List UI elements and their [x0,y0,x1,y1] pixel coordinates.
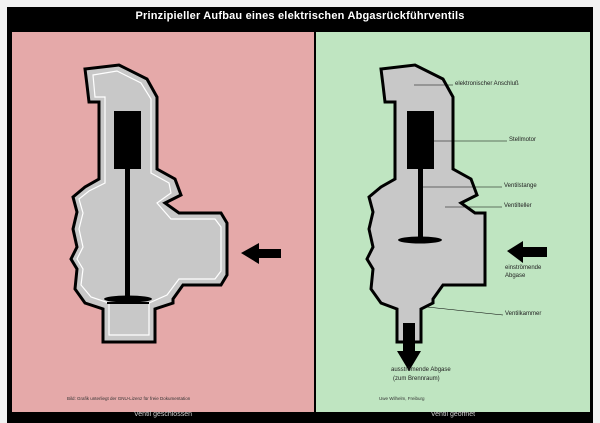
valve-body-open [365,63,485,344]
valve-open-drawing [365,63,547,371]
arrow-left-icon [507,241,547,263]
caption-valve-closed: Ventil geschlossen [134,411,192,418]
valve-plate-open [398,236,442,244]
diagram-frame: Prinzipieller Aufbau eines elektrischen … [7,7,593,423]
label-inflow-line1: einströmende [505,265,542,271]
credit-left: Bild: Grafik unterliegt der GNU-Lizenz f… [67,396,191,401]
valve-stem-closed [125,169,130,297]
inlet-pipe-open [475,211,487,287]
valve-stem-open [418,169,423,239]
valve-plate-closed [104,295,152,303]
actuator-closed [114,111,141,169]
label-connector: elektronischer Anschluß [455,81,519,87]
actuator-open [407,111,434,169]
label-outflow-line2: (zum Brennraum) [393,376,440,382]
credit-right: Uwe Wilhelm, Freiburg [379,396,425,401]
label-valve-stem: Ventilstange [504,183,537,189]
diagram-title: Prinzipieller Aufbau eines elektrischen … [135,10,465,22]
label-outflow-line1: ausströmende Abgase [391,367,451,373]
valve-illustrations [69,63,547,371]
caption-valve-open: Ventil geöffnet [430,411,476,418]
label-chamber: Ventilkammer [505,311,542,317]
label-valve-plate: Ventilteller [504,203,532,209]
arrow-down-icon [397,323,421,371]
arrow-left-icon [241,243,281,264]
valve-body-closed [69,63,229,344]
label-inflow-line2: Abgase [505,273,526,279]
label-actuator: Stellmotor [509,137,537,143]
valve-body-inner-closed [76,70,222,336]
valve-closed-drawing [69,63,281,344]
